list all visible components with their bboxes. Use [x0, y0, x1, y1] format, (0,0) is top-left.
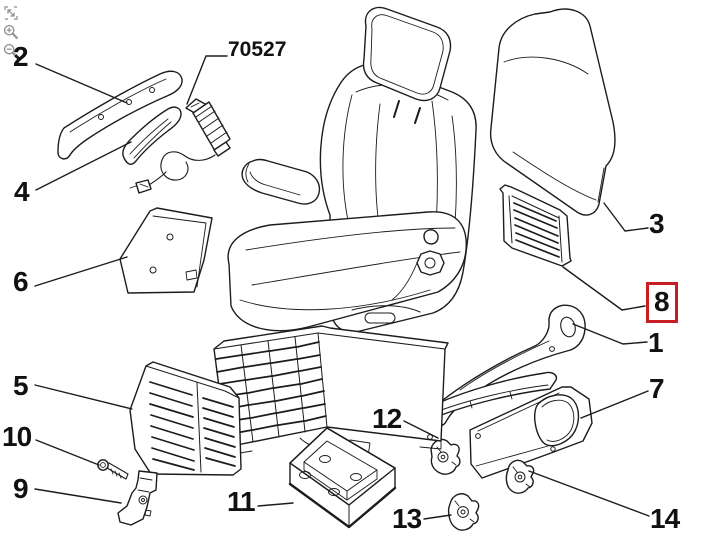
part-hinge-bracket-14-drawing [505, 459, 535, 494]
part-hinge-bracket-12-drawing [430, 438, 461, 475]
leader-2 [35, 63, 128, 104]
leader-lines [34, 55, 650, 520]
part-grille-panel-drawing [129, 361, 242, 476]
leader-13 [423, 514, 452, 520]
leader-10 [35, 439, 100, 466]
zoom-in-button[interactable] [3, 23, 22, 41]
part-seatbelt-buckle-drawing [129, 98, 231, 194]
part-trim-handle-drawing [122, 106, 182, 165]
leader-7 [580, 390, 649, 419]
leader-6 [34, 256, 128, 287]
part-side-finisher-drawing [119, 207, 213, 294]
callout-14[interactable]: 14 [650, 503, 680, 534]
part-stowage-tray-drawing [288, 427, 397, 529]
part-screw-drawing [97, 459, 129, 480]
callout-5[interactable]: 5 [13, 370, 29, 401]
callout-12[interactable]: 12 [372, 403, 402, 434]
leader-70527 [186, 55, 228, 105]
leader-1 [572, 323, 648, 345]
fit-view-icon [4, 6, 18, 20]
part-mounting-bracket-drawing [117, 470, 158, 526]
part-back-panel-drawing [489, 8, 616, 216]
zoom-out-icon [3, 43, 20, 59]
leader-4 [35, 141, 132, 191]
leader-14 [528, 470, 650, 517]
callout-8-selected[interactable]: 8 [646, 282, 678, 323]
callout-1[interactable]: 1 [648, 327, 664, 358]
fit-view-button[interactable] [3, 4, 22, 22]
callout-11[interactable]: 11 [227, 486, 256, 517]
viewer-toolbar [3, 4, 22, 60]
zoom-out-button[interactable] [3, 42, 22, 60]
leader-11 [257, 502, 294, 507]
zoom-in-icon [3, 24, 19, 39]
callout-6[interactable]: 6 [13, 266, 29, 297]
callout-9[interactable]: 9 [13, 473, 29, 504]
callout-2[interactable]: 2 [13, 41, 29, 72]
callout-4[interactable]: 4 [14, 176, 30, 207]
leader-9 [34, 488, 122, 504]
callout-10[interactable]: 10 [2, 421, 32, 452]
part-hinge-bracket-13-drawing [447, 493, 480, 531]
leader-5 [34, 384, 133, 410]
leader-12 [403, 420, 439, 439]
callout-7[interactable]: 7 [649, 373, 665, 404]
part-side-shield-drawing [469, 386, 593, 479]
part-back-grille-panel-drawing [499, 184, 572, 267]
leader-3 [603, 202, 649, 232]
seat-assembly-drawing [213, 6, 477, 457]
part-code-label[interactable]: 70527 [228, 38, 287, 61]
leader-8 [562, 266, 646, 311]
part-side-trim-upper-drawing [57, 70, 183, 160]
callout-13[interactable]: 13 [392, 503, 422, 534]
callout-3[interactable]: 3 [649, 208, 665, 239]
